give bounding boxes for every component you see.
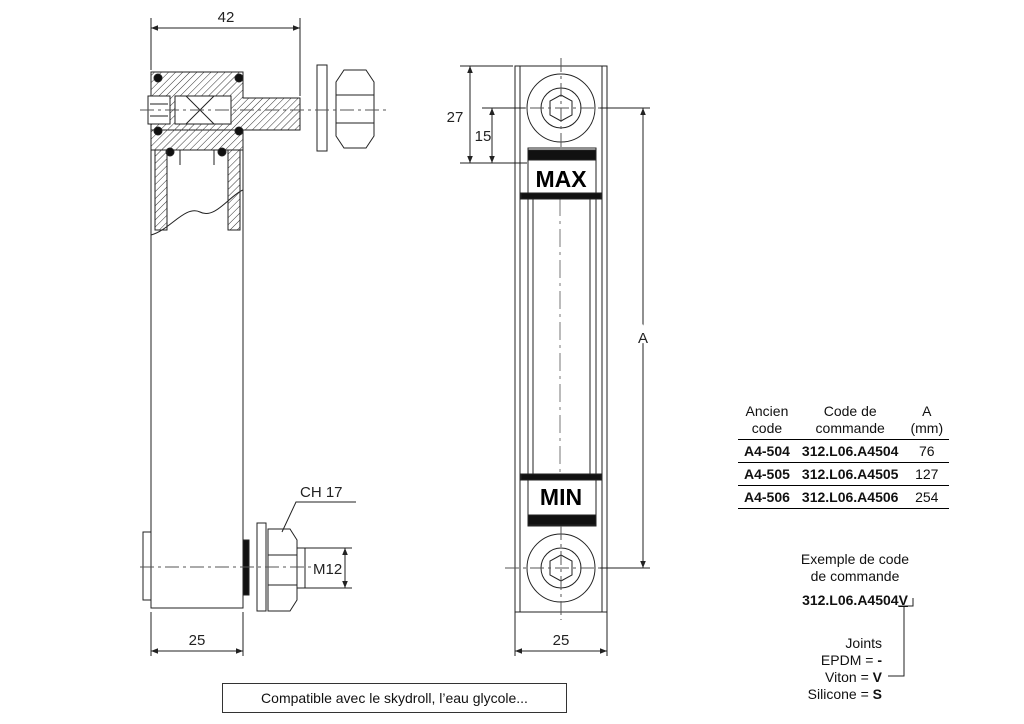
side-dimensions [150, 18, 352, 656]
joints-legend: Joints EPDM = - Viton = V Silicone = S [780, 635, 882, 703]
joints-title: Joints [845, 635, 882, 651]
dim-a: A [638, 330, 648, 347]
dim-wrench: CH 17 [300, 484, 343, 501]
old-code-cell: A4-506 [738, 485, 796, 509]
order-code-cell: 312.L06.A4505 [795, 462, 905, 486]
table-row: A4-506 312.L06.A4506 254 [738, 485, 950, 509]
a-mm-cell: 76 [904, 439, 950, 463]
max-label: MAX [535, 166, 587, 192]
front-dimensions [460, 65, 650, 656]
order-code-cell: 312.L06.A4506 [795, 485, 905, 509]
old-code-cell: A4-504 [738, 439, 796, 463]
compatibility-note: Compatible avec le skydroll, l’eau glyco… [222, 683, 567, 713]
joint-viton: Viton = V [825, 669, 882, 685]
example-code-main: 312.L06.A4504 [802, 592, 899, 608]
top-nut [335, 69, 375, 149]
side-view [140, 64, 390, 612]
a-mm-cell: 254 [904, 485, 950, 509]
joint-epdm: EPDM = - [820, 652, 882, 668]
header-a-mm: A(mm) [904, 403, 950, 440]
example-code-suffix: V [898, 592, 908, 608]
table-row: A4-505 312.L06.A4505 127 [738, 462, 950, 486]
example-code: 312.L06.A4504V [770, 592, 940, 608]
joint-silicone: Silicone = S [807, 686, 882, 702]
a-mm-cell: 127 [904, 462, 950, 486]
min-label: MIN [540, 484, 582, 510]
dim-thread: M12 [313, 561, 342, 578]
dim-base-left: 25 [189, 632, 206, 649]
dim-15: 15 [475, 128, 492, 145]
order-code-cell: 312.L06.A4504 [795, 439, 905, 463]
table-row: A4-504 312.L06.A4504 76 [738, 439, 950, 463]
dim-base-right: 25 [553, 632, 570, 649]
suffix-leader [888, 598, 914, 677]
bottom-nut [267, 528, 298, 612]
washer [316, 64, 328, 152]
dim-27: 27 [447, 109, 464, 126]
dim-width-42: 42 [218, 9, 235, 26]
front-view [505, 58, 645, 620]
old-code-cell: A4-505 [738, 462, 796, 486]
